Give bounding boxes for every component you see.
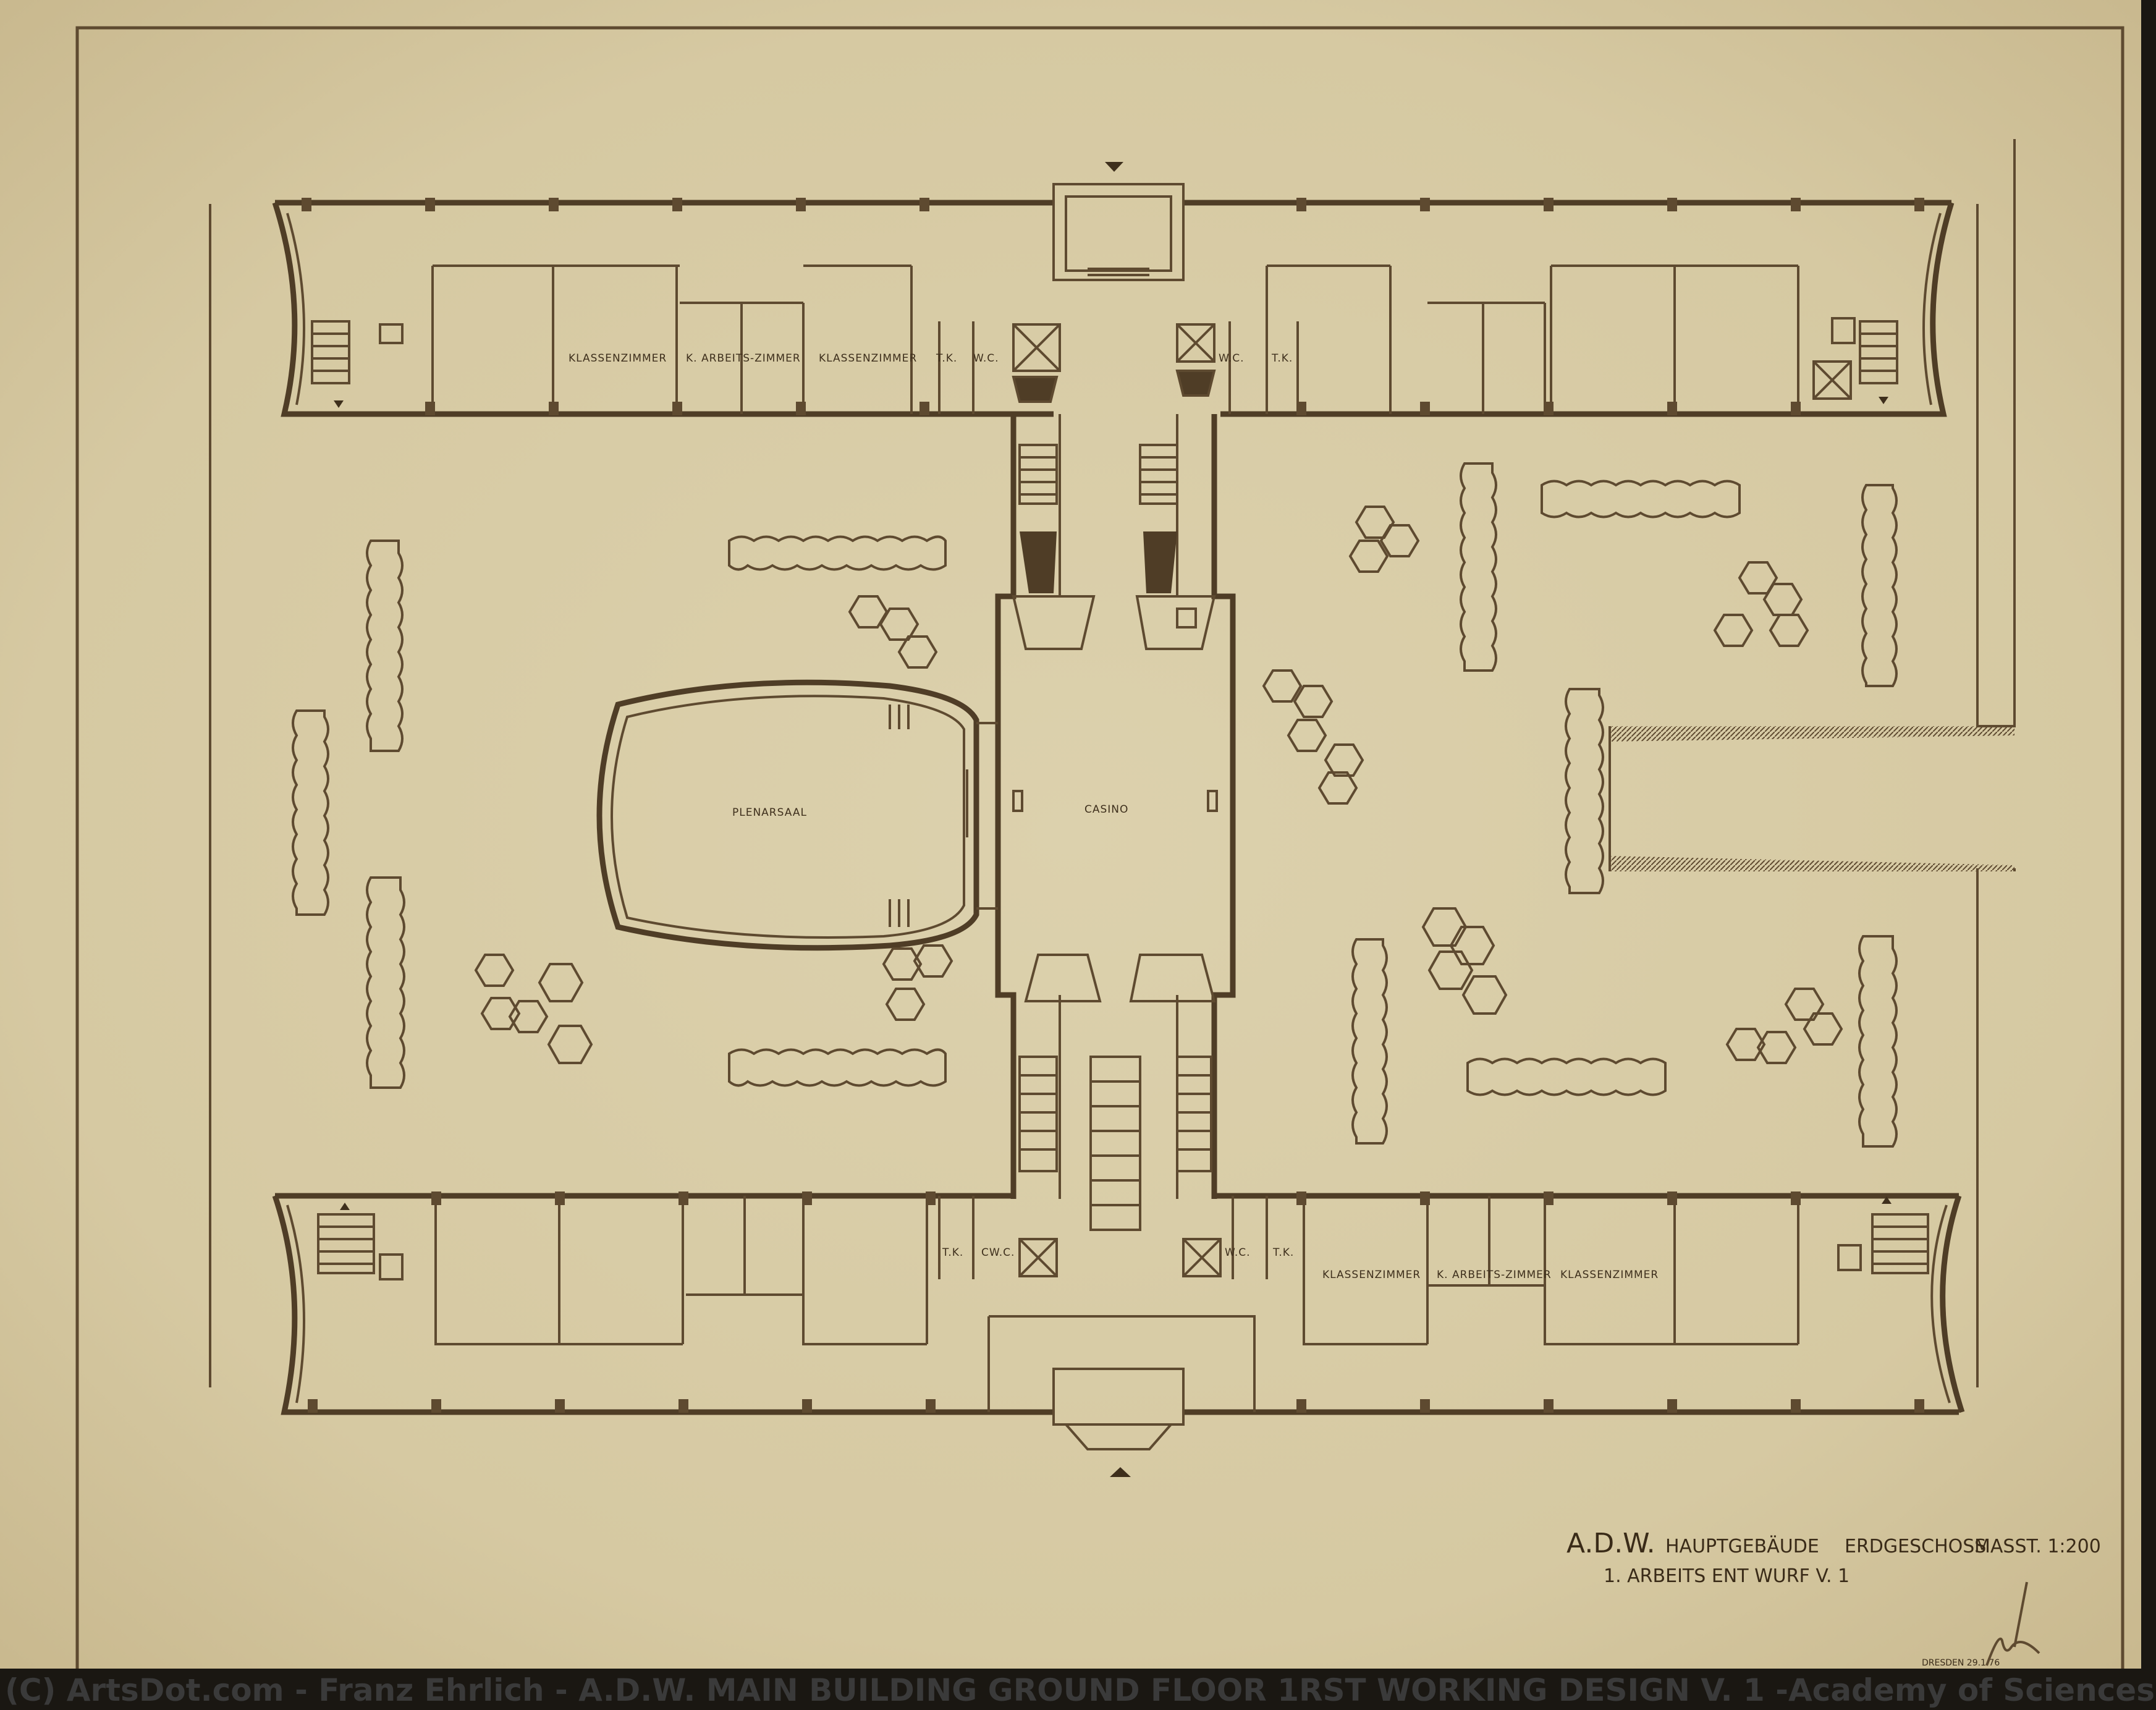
plenary-hall-label: PLENARSAAL [732, 806, 807, 819]
top-tk-left-label: T.K. [936, 352, 957, 365]
bottom-work-room-label: K. ARBEITS-ZIMMER [1437, 1269, 1552, 1281]
top-tk-right-label: T.K. [1271, 352, 1293, 365]
paper-sheet [0, 0, 2141, 1669]
top-classroom-1-label: KLASSENZIMMER [569, 352, 667, 365]
hedge-group [292, 462, 1898, 1148]
title-place-date: DRESDEN 29.1.76 [1922, 1658, 2000, 1668]
top-left-staircase [311, 320, 404, 384]
title-version: 1. ARBEITS ENT WURF V. 1 [1604, 1565, 1850, 1587]
bottom-classroom-2-label: KLASSENZIMMER [1560, 1269, 1659, 1281]
top-right-staircase [1812, 317, 1898, 400]
title-initials: A.D.W. [1566, 1528, 1655, 1559]
entrance-marker-top [1105, 162, 1123, 172]
title-scale: MASST. 1:200 [1974, 1536, 2101, 1557]
image-caption: (C) ArtsDot.com - Franz Ehrlich - A.D.W.… [5, 1672, 2156, 1708]
top-wing: KLASSENZIMMER K. ARBEITS-ZIMMER KLASSENZ… [272, 162, 1955, 417]
casino-label: CASINO [1084, 803, 1128, 816]
bottom-tk-right-label: T.K. [1272, 1247, 1294, 1259]
bottom-tk-left-label: T.K. [942, 1247, 963, 1259]
right-path-bottom [1610, 856, 2014, 871]
title-building: HAUPTGEBÄUDE [1665, 1535, 1819, 1557]
plenary-hall: PLENARSAAL [596, 679, 998, 951]
top-wc-left-label: W.C. [973, 352, 999, 365]
entrance-marker-bottom [1110, 1467, 1131, 1477]
title-block: A.D.W. HAUPTGEBÄUDE ERDGESCHOSS MASST. 1… [1566, 1528, 2101, 1668]
central-spine: CASINO [995, 414, 1236, 1231]
bottom-wc-left-label: CW.C. [981, 1247, 1015, 1259]
site-boundary [209, 139, 2016, 1387]
right-path-top [1610, 726, 2014, 742]
bottom-classroom-1-label: KLASSENZIMMER [1322, 1269, 1421, 1281]
signature-mark [1985, 1581, 2040, 1666]
top-work-room-label: K. ARBEITS-ZIMMER [686, 352, 801, 365]
bottom-wc-right-label: W.C. [1225, 1247, 1251, 1259]
bottom-entrance [987, 1315, 1256, 1450]
caption-bar [0, 1669, 2156, 1710]
bottom-wing: T.K. CW.C. W.C. T.K. KLASSENZIMMER K. AR… [272, 1191, 1965, 1477]
top-wc-right-label: W.C. [1219, 352, 1245, 365]
tree-clusters [474, 506, 1843, 1064]
top-entrance [1052, 183, 1185, 281]
title-floor: ERDGESCHOSS [1845, 1536, 1986, 1557]
top-classroom-2-label: KLASSENZIMMER [819, 352, 917, 365]
